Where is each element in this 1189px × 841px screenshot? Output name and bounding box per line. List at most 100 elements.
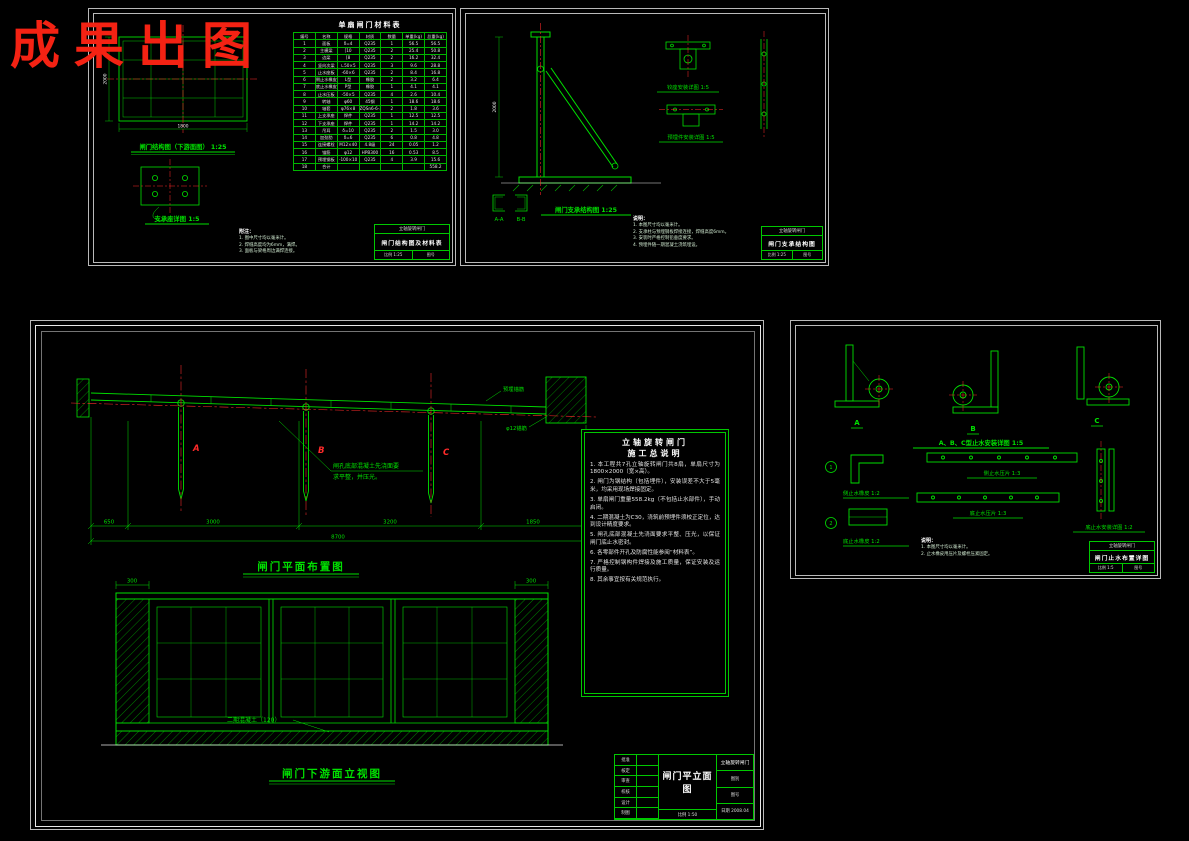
seal-details-caption: A、B、C型止水安装详图 1:5 — [939, 438, 1023, 447]
gate-centerlines — [107, 25, 259, 133]
ground-hatch — [512, 184, 618, 192]
note-line: 3. 面板与梁格周边满焊连接。 — [239, 249, 298, 255]
bottom-clamp-label: 底止水压片 1:3 — [970, 509, 1007, 517]
titleblock-drawing-name: 闸门结构图及材料表 — [375, 234, 449, 251]
titleblock-date: 日期 2008.04 — [721, 809, 749, 815]
construction-note-item: 1. 本工程共7孔立轴旋转闸门共8扇，单扇尺寸为1800×2000（宽×高）。 — [590, 461, 720, 476]
elevation-outline — [115, 592, 549, 746]
titleblock-project: 立轴旋转闸门 — [717, 755, 753, 772]
gate-dim-lines — [105, 36, 248, 132]
embed-detail-view — [666, 104, 716, 127]
titleblock-drawing-name: 闸门平立面图 — [662, 772, 713, 795]
construction-note-item: 5. 闸孔底部混凝土先浇面要求平整、压光，以保证闸门底止水密封。 — [590, 532, 720, 546]
titleblock-sign-row: 校核 — [615, 787, 658, 798]
plan-dim-3: 3200 — [383, 520, 397, 526]
note-line: 1. 本图尺寸均以毫米计。 — [633, 223, 683, 228]
elevation-gates — [116, 599, 548, 732]
sheet-d-notes: 说明： 1. 本图尺寸均以毫米计。2. 止水橡皮用压片及螺栓压紧固定。 — [921, 537, 1081, 558]
titleblock-project: 立轴旋转闸门 — [762, 227, 822, 236]
title-block-d: 立轴旋转闸门 闸门止水布置详图 比例 1:5 图号 — [1089, 541, 1155, 573]
titleblock-scale: 比例 1:5 — [1090, 564, 1123, 572]
elevation-dims — [115, 581, 549, 589]
gate-width-dim: 1800 — [178, 124, 189, 130]
material-table-title: 单扇闸门材料表 — [338, 21, 402, 29]
note-line: 2. 焊缝高度均为6mm，满焊。 — [239, 242, 300, 248]
seal-detail-c — [1076, 346, 1130, 406]
support-dim-lines — [495, 36, 503, 178]
section-a-label: A-A — [495, 217, 504, 223]
plan-gate-leaves — [177, 399, 435, 504]
plan-right-pier — [545, 376, 587, 424]
seal-detail-b — [952, 350, 999, 414]
construction-notes-title-1: 立轴旋转闸门 — [622, 438, 688, 447]
construction-notes-title-2: 施工总说明 — [627, 449, 683, 459]
anchor-bar-label: 预埋锚筋 — [503, 385, 524, 393]
notes-title: 说明： — [633, 216, 649, 222]
support-structure-label: 闸门支承结构图 1:25 — [555, 205, 617, 214]
titleblock-scale: 比例 1:25 — [375, 251, 413, 259]
construction-note-item: 4. 二期混凝土为C30，浇筑前预埋件须校正定位，达到设计精度要求。 — [590, 514, 721, 529]
support-detail-centerlines — [133, 159, 207, 213]
support-height-dim: 2000 — [492, 101, 498, 112]
annotation-leader — [278, 420, 423, 472]
gate-height-dim: 2000 — [103, 73, 109, 84]
elevation-title: 闸门下游面立视图 — [282, 767, 382, 780]
elevation-bottom-slab — [115, 730, 549, 746]
construction-note-item: 3. 单扇闸门重量558.2kg（不包括止水部件），手动启闭。 — [590, 497, 720, 511]
note-line: 4. 预埋件随一期混凝土浇筑埋设。 — [633, 242, 701, 248]
plan-centerlines — [70, 365, 597, 517]
titleblock-sign-row: 审查 — [615, 776, 658, 788]
title-block-b: 立轴旋转闸门 闸门支承结构图 比例 1:25 图号 — [761, 226, 823, 260]
support-column-view — [518, 31, 632, 184]
hinge-detail-label: 铰座安装详图 1:5 — [667, 83, 709, 91]
note-line: 3. 安装时严格控制铅垂度要求。 — [633, 236, 696, 242]
plan-annotation-line2: 求平整，并压光。 — [333, 473, 381, 481]
titleblock-no: 图号 — [1134, 565, 1143, 570]
section-b-label: B-B — [517, 217, 526, 223]
titleblock-no: 图号 — [803, 252, 812, 257]
titleblock-scale: 比例 1:50 — [659, 809, 716, 819]
sheet-gate-structure: 1800 2000 闸门结构图（下游面图） 1:25 支承座详图 1:5 单扇闸… — [88, 8, 456, 266]
sheet-b-notes: 说明： 1. 本图尺寸均以毫米计。2. 支承柱与预埋钢板焊接连接，焊缝高度6mm… — [633, 215, 757, 249]
gate-letter-c: C — [443, 448, 450, 458]
support-detail-label: 支承座详图 1:5 — [155, 214, 200, 223]
note-line: 2. 支承柱与预埋钢板焊接连接，焊缝高度6mm。 — [633, 229, 729, 235]
plan-dim-1: 650 — [104, 520, 115, 526]
title-block-a: 立轴旋转闸门 闸门结构图及材料表 比例 1:25 图号 — [374, 224, 450, 260]
titleblock-sign-row: 制图 — [615, 808, 658, 820]
titleblock-project: 立轴旋转闸门 — [375, 225, 449, 234]
elevation-right-pier — [514, 598, 549, 724]
side-clamp-strip — [926, 452, 1078, 463]
embed-detail-label: 预埋件安装详图 1:5 — [667, 133, 714, 141]
titleblock-sign-row: 批准 — [615, 755, 658, 766]
titleblock-sign-row: 核定 — [615, 765, 658, 777]
second-stage-concrete-label: 二期混凝土（120） — [227, 716, 280, 724]
titleblock-drawing-name: 闸门支承结构图 — [762, 236, 822, 251]
plan-deck-lines — [90, 392, 547, 415]
elev-dim-left: 300 — [127, 579, 138, 585]
construction-notes-box: 立轴旋转闸门 施工总说明 1. 本工程共7孔立轴旋转闸门共8扇，单扇尺寸为180… — [581, 429, 729, 697]
construction-note-item: 7. 严格控制钢构件焊接及施工质量，保证安装及运行质量。 — [590, 559, 720, 574]
detail-letter-a: A — [854, 419, 860, 427]
note-line: 2. 止水橡皮用压片及螺栓压紧固定。 — [921, 551, 993, 557]
plan-left-abutment — [76, 378, 90, 418]
side-seal-shape — [850, 454, 884, 484]
note-line: 1. 图中尺寸均以毫米计。 — [239, 236, 289, 241]
sheet-b-drawing: 2000 闸门支承结构图 1:25 A-A B-B 铰座安装详图 1:5 — [465, 13, 826, 263]
